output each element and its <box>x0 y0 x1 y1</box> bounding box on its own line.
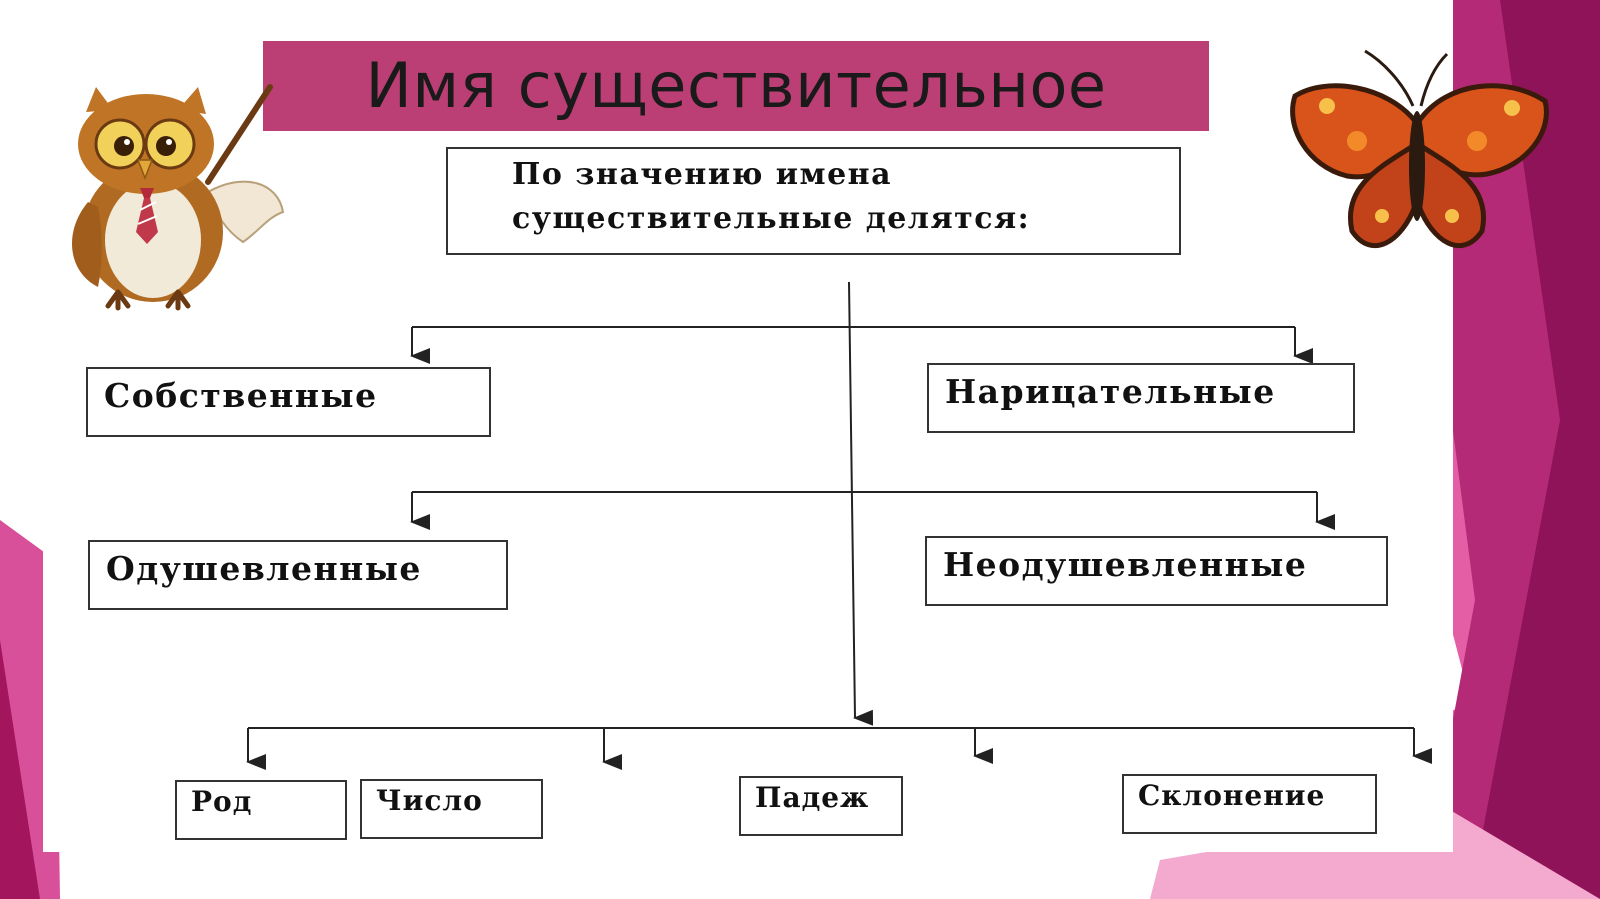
node-common-nouns-label: Нарицательные <box>945 372 1276 411</box>
owl-teacher-icon <box>71 84 285 311</box>
node-proper-nouns-label: Собственные <box>104 376 378 415</box>
node-gender: Род <box>175 780 347 840</box>
node-number: Число <box>360 779 543 839</box>
slide-title: Имя существительное <box>365 49 1107 122</box>
node-animate-label: Одушевленные <box>106 549 422 588</box>
root-text-line-1: По значению имена <box>512 157 893 192</box>
node-gender-label: Род <box>191 785 253 818</box>
node-number-label: Число <box>376 784 483 817</box>
title-bar: Имя существительное <box>263 41 1209 131</box>
node-declension: Склонение <box>1122 774 1377 834</box>
node-declension-label: Склонение <box>1138 779 1326 812</box>
root-text-line-2: существительные делятся: <box>512 201 1031 236</box>
diagram-root-box: По значению имена существительные делятс… <box>446 147 1181 255</box>
node-animate: Одушевленные <box>88 540 508 610</box>
butterfly-icon <box>1290 49 1549 249</box>
node-common-nouns: Нарицательные <box>927 363 1355 433</box>
node-inanimate: Неодушевленные <box>925 536 1388 606</box>
node-inanimate-label: Неодушевленные <box>943 545 1308 584</box>
node-case: Падеж <box>739 776 903 836</box>
node-case-label: Падеж <box>755 781 870 814</box>
node-proper-nouns: Собственные <box>86 367 491 437</box>
